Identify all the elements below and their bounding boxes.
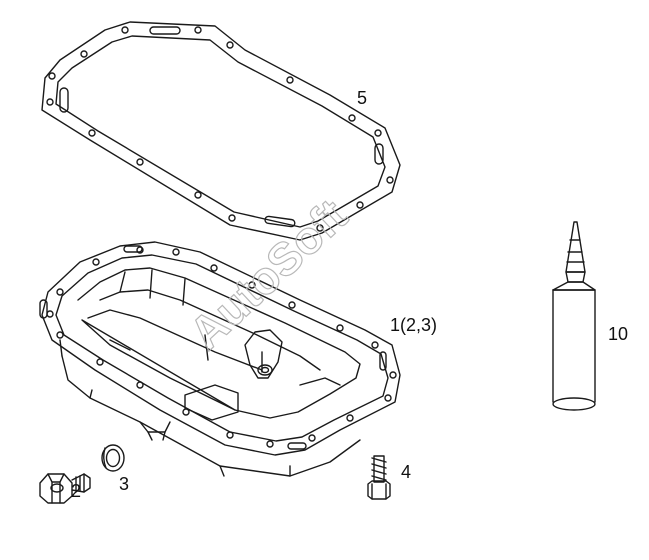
callout-drain-plug: 2: [71, 481, 82, 501]
gasket-slots: [59, 26, 384, 228]
watermark: AutoSoft: [179, 189, 356, 359]
callout-sealant: 10: [608, 324, 629, 344]
callout-seal-ring: 3: [119, 474, 130, 494]
callout-gasket: 5: [357, 88, 368, 108]
gasket-holes: [46, 26, 394, 232]
bolt-part: [367, 455, 391, 500]
callout-bolt: 4: [401, 462, 412, 482]
sealant-tube-part: [552, 221, 596, 411]
seal-ring-part: [101, 444, 125, 472]
oil-pan-part: [39, 241, 401, 477]
drain-plug-part: [39, 473, 91, 504]
oil-pan-holes: [46, 246, 397, 448]
oil-pan-slots: [39, 245, 387, 450]
gasket-part: [41, 21, 401, 241]
callout-oil-pan: 1(2,3): [390, 315, 438, 335]
